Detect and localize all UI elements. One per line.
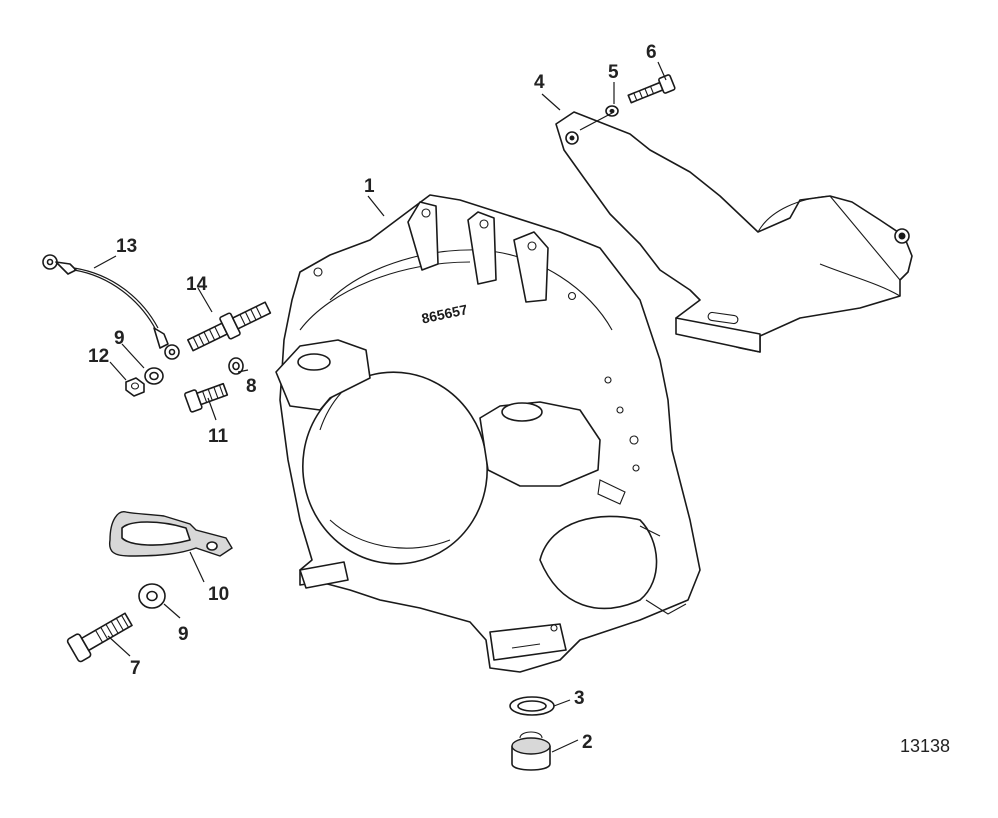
callout-clamp-bolt: 7 — [130, 658, 141, 679]
bolt — [184, 382, 229, 413]
clamp-bolt — [66, 612, 133, 663]
ground-strap — [42, 254, 180, 360]
callout-stud: 14 — [186, 274, 208, 295]
callout-washer-upper: 9 — [114, 328, 125, 349]
lock-washer — [228, 357, 244, 375]
flywheel-shield — [555, 111, 913, 353]
stud — [187, 301, 272, 352]
callout-cap: 2 — [582, 732, 593, 753]
clamp — [108, 511, 233, 557]
nut — [125, 377, 145, 397]
ring — [509, 696, 555, 716]
leader-lines — [93, 61, 667, 753]
callout-washer-lower: 9 — [178, 624, 189, 645]
callout-shield: 4 — [534, 72, 545, 93]
callout-nut: 12 — [88, 346, 109, 367]
cap — [511, 731, 551, 771]
callout-shield-washer: 5 — [608, 62, 619, 83]
figure-number: 13138 — [900, 736, 950, 756]
callout-ground-strap: 13 — [116, 236, 137, 257]
flywheel-housing: 865657 — [275, 194, 701, 673]
callout-housing: 1 — [364, 176, 375, 197]
callout-bolt: 11 — [208, 426, 229, 447]
callout-numbers: 1 2 3 4 5 6 7 8 9 9 10 11 12 13 14 — [88, 42, 657, 753]
washer-upper — [144, 367, 164, 385]
callout-lock-washer: 8 — [246, 376, 257, 397]
callout-shield-bolt: 6 — [646, 42, 657, 63]
callout-ring: 3 — [574, 688, 585, 709]
shield-washer — [605, 105, 619, 117]
washer-lower — [138, 583, 166, 609]
shield-bolt — [627, 74, 676, 104]
callout-clamp: 10 — [208, 584, 229, 605]
